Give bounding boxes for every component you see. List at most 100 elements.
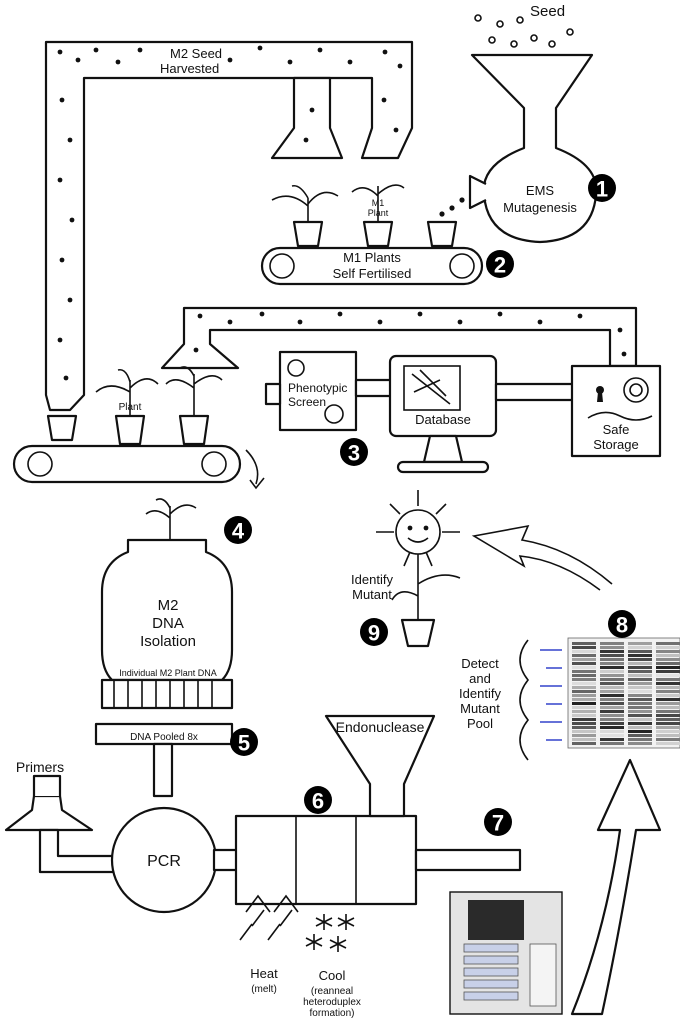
m1-plant-label-2: Plant	[368, 208, 389, 218]
gel-band	[628, 650, 652, 653]
svg-text:5: 5	[238, 731, 250, 756]
gel-band	[572, 674, 596, 677]
database-storage-link	[496, 384, 574, 400]
gel-band	[572, 690, 596, 693]
svg-text:4: 4	[232, 519, 245, 544]
gel-band	[600, 678, 624, 681]
plant-label: Plant	[119, 402, 142, 413]
gel-band	[572, 734, 596, 737]
seed-flow-to-m1	[439, 197, 464, 216]
gel-band	[572, 654, 596, 657]
gel-band	[600, 654, 624, 657]
gel-bracket	[520, 640, 528, 760]
gel-band	[600, 670, 624, 673]
gel-band	[656, 710, 680, 713]
gel-band	[600, 662, 624, 665]
gel-band	[572, 642, 596, 645]
heat-label-1: Heat	[250, 966, 278, 981]
heat-cool-chamber	[236, 816, 416, 904]
svg-text:3: 3	[348, 441, 360, 466]
primers-flask	[6, 796, 92, 830]
gel-band	[600, 646, 624, 649]
gel-band	[628, 642, 652, 645]
gel-band	[628, 702, 652, 705]
dna-pooled-label: DNA Pooled 8x	[130, 732, 198, 743]
m2-harvest-pipe	[46, 42, 412, 410]
gel-band	[656, 658, 680, 661]
gel-band	[600, 682, 624, 685]
gel-band	[600, 738, 624, 741]
m2-dna-label-2: DNA	[152, 615, 184, 632]
pool-to-pcr-pipe	[154, 744, 172, 796]
gel-band	[656, 678, 680, 681]
gel-band	[656, 722, 680, 725]
cool-snowflakes	[306, 914, 354, 952]
gel-band	[656, 650, 680, 653]
step-5-badge: 5	[230, 728, 258, 756]
gel-band	[572, 726, 596, 729]
gel-band	[656, 730, 680, 733]
ems-flask-spout	[470, 176, 486, 208]
gel-band	[656, 674, 680, 677]
gel-band	[628, 714, 652, 717]
gel-band	[656, 666, 680, 669]
gel-band	[572, 666, 596, 669]
step-6-badge: 6	[304, 786, 332, 814]
screen-database-link	[356, 380, 392, 396]
step-3-badge: 3	[340, 438, 368, 466]
gel-band	[628, 742, 652, 745]
gel-band	[572, 686, 596, 689]
safe-label-1: Safe	[603, 422, 630, 437]
gel-band	[572, 738, 596, 741]
gel-band	[628, 710, 652, 713]
gel-band	[656, 718, 680, 721]
svg-text:7: 7	[492, 811, 504, 836]
step-9-badge: 9	[360, 618, 388, 646]
gel-band	[572, 646, 596, 649]
gel-band	[600, 710, 624, 713]
gel-band	[656, 706, 680, 709]
step-8-badge: 8	[608, 610, 636, 638]
gel-band	[600, 706, 624, 709]
gel-band	[572, 714, 596, 717]
heat-label-2: (melt)	[251, 984, 277, 995]
gel-band	[656, 682, 680, 685]
gel-band	[628, 682, 652, 685]
gel-band	[656, 694, 680, 697]
phenotypic-label-1: Phenotypic	[288, 381, 347, 395]
detect-label-4: Mutant	[460, 701, 500, 716]
gel-band	[600, 666, 624, 669]
gel-band	[600, 642, 624, 645]
gel-band	[656, 690, 680, 693]
gel-band	[656, 686, 680, 689]
gel-markers	[540, 650, 562, 740]
gel-band	[656, 714, 680, 717]
seed-label: Seed	[530, 3, 565, 20]
gel-band	[656, 698, 680, 701]
detect-label-5: Pool	[467, 716, 493, 731]
gel-band	[656, 642, 680, 645]
gel-band	[628, 694, 652, 697]
phenotypic-label-2: Screen	[288, 395, 326, 409]
gel-band	[572, 706, 596, 709]
endonuclease-label: Endonuclease	[336, 719, 425, 735]
gel-band	[628, 662, 652, 665]
gel-band	[628, 654, 652, 657]
gel-band	[600, 718, 624, 721]
safe-label-2: Storage	[593, 437, 639, 452]
big-up-arrow	[572, 760, 660, 1014]
step-2-badge: 2	[486, 250, 514, 278]
identify-label-1: Identify	[351, 572, 393, 587]
gel-band	[628, 658, 652, 661]
m2-harvested-label-1: M2 Seed	[170, 46, 222, 61]
svg-text:1: 1	[596, 177, 608, 202]
step-4-badge: 4	[224, 516, 252, 544]
gel-band	[572, 710, 596, 713]
gel-band	[572, 742, 596, 745]
gel-band	[656, 702, 680, 705]
gel-band	[572, 678, 596, 681]
gel-band	[628, 730, 652, 733]
gel-band	[628, 670, 652, 673]
gel-band	[600, 742, 624, 745]
gel-band	[600, 690, 624, 693]
